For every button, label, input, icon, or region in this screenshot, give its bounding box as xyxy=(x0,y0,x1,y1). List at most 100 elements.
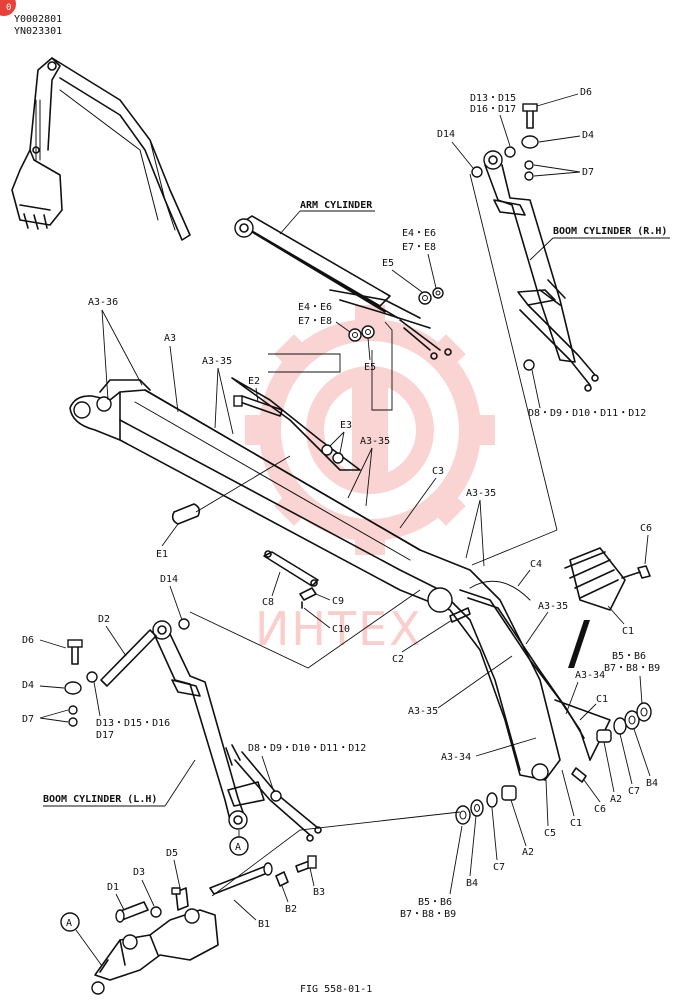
label-c10: C10 xyxy=(332,624,350,635)
header-code-1: Y0002801 xyxy=(14,14,62,25)
label-a3: A3 xyxy=(164,333,176,344)
arm-cylinder-part xyxy=(234,215,452,360)
label-b7-b9-r: B7・B8・B9 xyxy=(604,663,660,674)
label-b2: B2 xyxy=(285,904,297,915)
label-c8: C8 xyxy=(262,597,274,608)
label-d7-top: D7 xyxy=(582,167,594,178)
c1-manifold-part xyxy=(564,547,651,611)
label-d1: D1 xyxy=(107,882,119,893)
label-d8-d12-lh: D8・D9・D10・D11・D12 xyxy=(248,743,366,754)
label-b4-r: B4 xyxy=(646,778,658,789)
washer-e-mid xyxy=(348,325,375,342)
label-e7-e8-mid: E7・E8 xyxy=(298,316,332,327)
label-c4: C4 xyxy=(530,559,542,570)
label-d5: D5 xyxy=(166,848,178,859)
label-e4-e6-mid: E4・E6 xyxy=(298,302,332,313)
label-e7-e8-top: E7・E8 xyxy=(402,242,436,253)
label-b7-b9-b: B7・B8・B9 xyxy=(400,909,456,920)
b2-b3-hardware xyxy=(275,855,317,887)
washer-stack-bottom xyxy=(455,785,517,825)
corner-badge-text: 0 xyxy=(6,3,11,13)
label-a3-35-d: A3-35 xyxy=(538,601,568,612)
label-b4-b: B4 xyxy=(466,878,478,889)
label-a3-35-a: A3-35 xyxy=(202,356,232,367)
boom-lh-hardware xyxy=(64,639,98,727)
watermark-gear-logo xyxy=(245,305,495,555)
label-d4-top: D4 xyxy=(582,130,594,141)
label-c2: C2 xyxy=(392,654,404,665)
b1-pin-part xyxy=(209,862,273,895)
label-a3-35-c: A3-35 xyxy=(466,488,496,499)
corner-badge xyxy=(0,0,16,16)
label-c9: C9 xyxy=(332,596,344,607)
washer-stack-right xyxy=(596,702,652,743)
ref-a-label-1: A xyxy=(235,842,241,853)
figure-id: FIG 558-01-1 xyxy=(300,984,372,995)
label-d16-d17: D16・D17 xyxy=(470,104,516,115)
label-d6-top: D6 xyxy=(580,87,592,98)
label-c6-bottom: C6 xyxy=(594,804,606,815)
label-e5-top: E5 xyxy=(382,258,394,269)
label-b1: B1 xyxy=(258,919,270,930)
washer-e-top xyxy=(418,287,444,305)
label-d17: D17 xyxy=(96,730,114,741)
label-e3: E3 xyxy=(340,420,352,431)
ref-a-label-2: A xyxy=(66,918,72,929)
label-d6-left: D6 xyxy=(22,635,34,646)
label-b5-b6-b: B5・B6 xyxy=(418,897,452,908)
label-c1-bottom: C1 xyxy=(570,818,582,829)
label-d13-d16: D13・D15・D16 xyxy=(96,718,170,729)
label-c5: C5 xyxy=(544,828,556,839)
label-c6-top: C6 xyxy=(640,523,652,534)
label-a3-35-b: A3-35 xyxy=(360,436,390,447)
label-d8-d12-rh: D8・D9・D10・D11・D12 xyxy=(528,408,646,419)
label-e5-mid: E5 xyxy=(364,362,376,373)
boom-rh-hardware xyxy=(471,103,539,371)
label-c7-r: C7 xyxy=(628,786,640,797)
label-e4-e6-top: E4・E6 xyxy=(402,228,436,239)
d1-pin-part xyxy=(115,901,149,923)
d5-bolt xyxy=(171,887,189,911)
excavator-overview-thumbnail xyxy=(11,57,191,241)
boom-cylinder-lh-callout: BOOM CYLINDER (L.H) xyxy=(43,794,157,805)
label-a3-34-a: A3-34 xyxy=(575,670,605,681)
d2-pin-part xyxy=(100,629,157,687)
arm-cylinder-callout: ARM CYLINDER xyxy=(300,200,373,211)
label-a2-r: A2 xyxy=(610,794,622,805)
label-a3-34-b: A3-34 xyxy=(441,752,471,763)
c1-pointer-arrow xyxy=(568,620,590,668)
c8-clamp-part xyxy=(263,550,319,609)
label-d14-top: D14 xyxy=(437,129,455,140)
d14-washer-left xyxy=(178,618,190,630)
label-e1: E1 xyxy=(156,549,168,560)
label-c1-mid: C1 xyxy=(596,694,608,705)
d3-washer xyxy=(150,906,162,918)
label-d4-left: D4 xyxy=(22,680,34,691)
reference-a-marker-1 xyxy=(229,830,249,856)
label-e2: E2 xyxy=(248,376,260,387)
label-d3: D3 xyxy=(133,867,145,878)
label-c7-b: C7 xyxy=(493,862,505,873)
arm-cylinder-callout-leader xyxy=(279,210,301,235)
label-b3: B3 xyxy=(313,887,325,898)
boom-cylinder-rh-callout: BOOM CYLINDER (R.H) xyxy=(553,226,667,237)
label-d2: D2 xyxy=(98,614,110,625)
label-a2-b: A2 xyxy=(522,847,534,858)
boom-main-body xyxy=(69,377,611,781)
label-a3-35-e: A3-35 xyxy=(408,706,438,717)
label-a3-36: A3-36 xyxy=(88,297,118,308)
label-d13-d15: D13・D15 xyxy=(470,93,516,104)
reference-a-marker-2 xyxy=(60,912,103,967)
label-d7-left: D7 xyxy=(22,714,34,725)
e1-pin-part xyxy=(171,455,291,525)
boom-cylinder-rh-part xyxy=(483,150,599,392)
label-c3: C3 xyxy=(432,466,444,477)
boom-cylinder-lh-part xyxy=(152,620,322,842)
boom-base-bracket xyxy=(91,908,219,995)
label-d14-left: D14 xyxy=(160,574,178,585)
label-c1-right: C1 xyxy=(622,626,634,637)
header-code-2: YN023301 xyxy=(14,26,62,37)
label-b5-b6-r: B5・B6 xyxy=(612,651,646,662)
